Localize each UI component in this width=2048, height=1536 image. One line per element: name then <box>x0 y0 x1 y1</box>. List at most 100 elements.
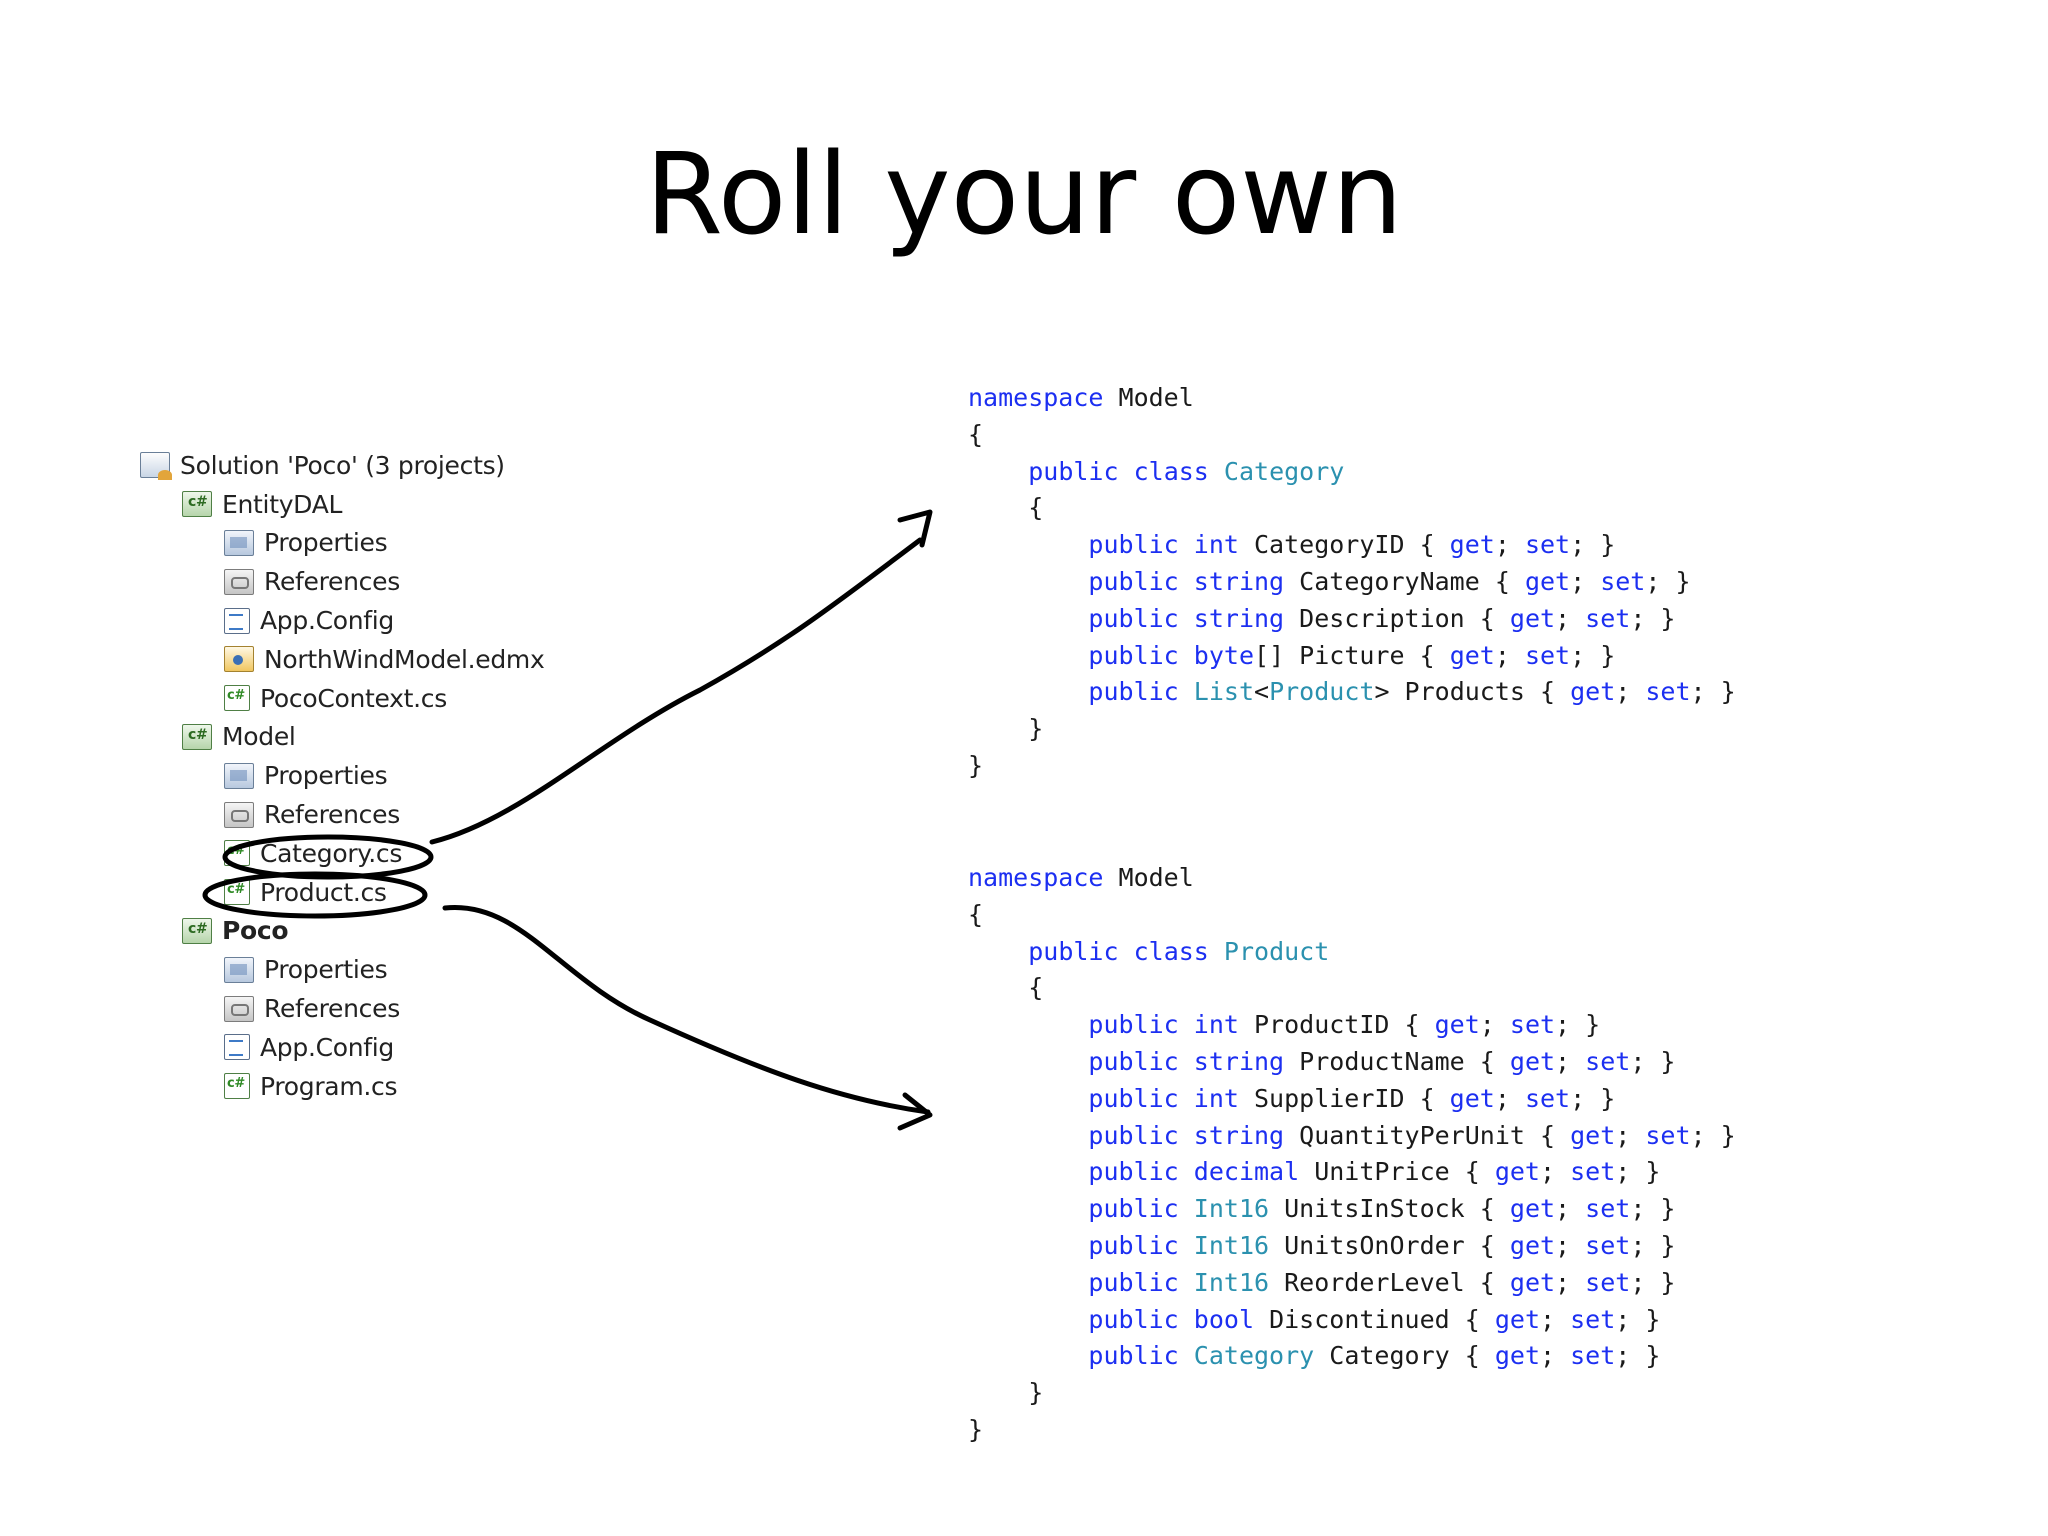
code-text <box>1179 1305 1194 1334</box>
code-type: List <box>1193 677 1255 707</box>
code-text <box>1179 530 1194 559</box>
tree-item-label: Poco <box>222 916 289 946</box>
code-line: { <box>968 417 1736 454</box>
tree-item[interactable]: Model <box>140 718 580 757</box>
code-keyword: byte <box>1193 640 1255 670</box>
tree-item[interactable]: Category.cs <box>140 834 580 873</box>
code-keyword: public <box>1088 1194 1179 1224</box>
csharp-project-icon <box>182 723 212 750</box>
code-line: { <box>968 490 1736 527</box>
code-text <box>968 641 1088 670</box>
tree-item[interactable]: Poco <box>140 912 580 951</box>
tree-item[interactable]: Program.cs <box>140 1067 580 1106</box>
code-keyword: public <box>1088 530 1179 560</box>
code-text <box>968 1231 1088 1260</box>
code-keyword: bool <box>1193 1304 1255 1334</box>
code-text: { <box>968 493 1044 523</box>
code-text: Description { <box>1284 603 1510 633</box>
code-text <box>1119 457 1134 486</box>
slide-title: Roll your own <box>645 130 1403 260</box>
code-text: > Products { <box>1374 677 1571 707</box>
tree-item[interactable]: App.Config <box>140 1028 580 1067</box>
code-keyword: int <box>1193 530 1239 560</box>
code-text: UnitsInStock { <box>1269 1194 1510 1224</box>
code-text: Model <box>1103 383 1194 412</box>
tree-item-label: EntityDAL <box>222 489 343 519</box>
code-keyword: public <box>1088 1230 1179 1260</box>
tree-item[interactable]: PocoContext.cs <box>140 679 580 718</box>
config-file-icon <box>224 607 250 634</box>
csharp-project-icon <box>182 917 212 944</box>
tree-item[interactable]: EntityDAL <box>140 485 580 524</box>
code-line: public string CategoryName { get; set; } <box>968 564 1736 601</box>
code-line: public class Product <box>968 934 1736 971</box>
code-line: { <box>968 897 1736 934</box>
code-keyword: int <box>1193 1083 1239 1113</box>
code-text: ; } <box>1630 1230 1676 1260</box>
code-keyword: public <box>1088 1046 1179 1076</box>
code-type: Int16 <box>1193 1267 1270 1297</box>
code-text <box>1179 1084 1194 1113</box>
code-text <box>1209 937 1224 966</box>
code-keyword: get <box>1509 1267 1556 1297</box>
code-line: public int CategoryID { get; set; } <box>968 527 1736 564</box>
code-keyword: public <box>1028 936 1119 966</box>
code-text: QuantityPerUnit { <box>1284 1120 1571 1150</box>
code-text: ; } <box>1630 1046 1676 1076</box>
code-keyword: public <box>1088 1157 1179 1187</box>
properties-folder-icon <box>224 956 254 983</box>
tree-item-label: Solution 'Poco' (3 projects) <box>180 450 505 480</box>
code-text <box>1179 567 1194 596</box>
code-text <box>1179 1268 1194 1297</box>
code-text: ; <box>1555 1046 1586 1076</box>
tree-item[interactable]: Solution 'Poco' (3 projects) <box>140 446 580 485</box>
csharp-file-icon <box>224 1073 250 1100</box>
code-keyword: get <box>1509 1046 1556 1076</box>
references-folder-icon <box>224 995 254 1022</box>
code-text <box>968 937 1028 966</box>
arrow-head-category <box>897 509 933 548</box>
tree-item-label: Properties <box>264 955 388 985</box>
code-line: public Category Category { get; set; } <box>968 1338 1736 1375</box>
tree-item-label: Model <box>222 722 296 752</box>
code-text: ; } <box>1645 566 1691 596</box>
category-class-code: namespace Model{ public class Category {… <box>968 380 1736 785</box>
code-line: } <box>968 711 1736 748</box>
code-text: ; <box>1555 1194 1586 1224</box>
code-keyword: get <box>1509 603 1556 633</box>
code-text: ; } <box>1615 1341 1661 1371</box>
tree-item[interactable]: NorthWindModel.edmx <box>140 640 580 679</box>
code-keyword: get <box>1524 566 1571 596</box>
tree-item[interactable]: Properties <box>140 950 580 989</box>
code-text: ; <box>1539 1157 1571 1187</box>
tree-item[interactable]: Properties <box>140 756 580 795</box>
code-keyword: get <box>1509 1230 1556 1260</box>
code-text: } <box>968 1414 984 1444</box>
code-keyword: namespace <box>968 383 1104 412</box>
code-text: ; } <box>1630 603 1676 633</box>
tree-item[interactable]: Product.cs <box>140 873 580 912</box>
code-keyword: get <box>1509 1194 1556 1224</box>
code-text <box>1119 937 1134 966</box>
code-line: } <box>968 748 1736 785</box>
code-text <box>968 1157 1088 1186</box>
code-line: { <box>968 970 1736 1007</box>
solution-explorer-tree: Solution 'Poco' (3 projects) EntityDAL Pro… <box>140 446 580 1106</box>
code-keyword: set <box>1645 1120 1691 1150</box>
code-text <box>1179 1047 1194 1076</box>
solution-icon <box>140 452 172 481</box>
code-line: public string QuantityPerUnit { get; set… <box>968 1118 1736 1155</box>
code-text: { <box>968 899 984 929</box>
code-text: ; } <box>1690 677 1736 707</box>
tree-item[interactable]: References <box>140 989 580 1028</box>
code-text: ; } <box>1615 1304 1661 1334</box>
code-text: ; } <box>1690 1120 1736 1150</box>
code-keyword: public <box>1088 603 1179 633</box>
tree-item[interactable]: Properties <box>140 524 580 563</box>
code-text: ; } <box>1615 1157 1661 1187</box>
code-text: ProductID { <box>1238 1010 1435 1040</box>
tree-item[interactable]: App.Config <box>140 601 580 640</box>
tree-item[interactable]: References <box>140 795 580 834</box>
tree-item[interactable]: References <box>140 562 580 601</box>
code-text: { <box>968 419 984 449</box>
